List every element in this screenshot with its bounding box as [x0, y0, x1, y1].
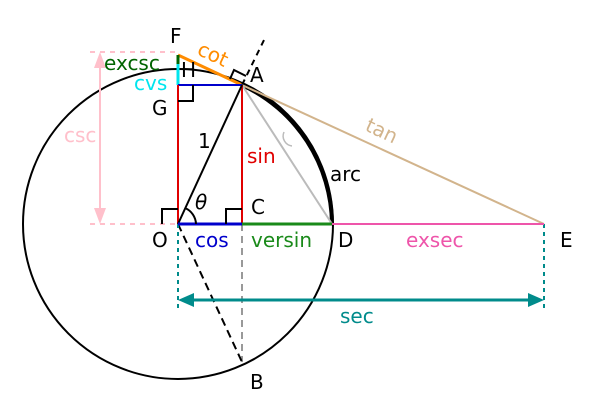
- point-g-label: G: [152, 96, 168, 120]
- sec-arrow: [178, 293, 544, 307]
- right-angle-c: [225, 208, 242, 224]
- excsc-label: excsc: [104, 51, 160, 75]
- point-c-label: C: [251, 195, 265, 219]
- cot-segment: [177, 53, 243, 87]
- versin-label: versin: [251, 228, 312, 252]
- point-a-label: A: [250, 63, 264, 87]
- tangent-extension: [241, 35, 267, 86]
- radius-one-label: 1: [198, 129, 211, 153]
- point-d-label: D: [338, 228, 353, 252]
- theta-label: θ: [195, 190, 207, 214]
- point-h-label: H: [181, 58, 196, 82]
- sec-label: sec: [340, 304, 374, 328]
- point-b-label: B: [250, 370, 264, 394]
- arc-label: arc: [330, 162, 361, 186]
- sin-label: sin: [247, 144, 276, 168]
- csc-segment: [90, 51, 178, 225]
- point-o-label: O: [152, 228, 168, 252]
- chord-right-angle: [282, 131, 293, 147]
- right-angle-o: [161, 208, 178, 224]
- exsec-label: exsec: [406, 228, 464, 252]
- point-e-label: E: [560, 228, 573, 252]
- tangent-right-angle: [229, 68, 247, 80]
- cvs-label: cvs: [134, 71, 167, 95]
- csc-label: csc: [64, 123, 96, 147]
- theta-arc: [184, 207, 197, 225]
- radius-segment: [177, 84, 243, 225]
- cos-label: cos: [195, 228, 229, 252]
- point-f-label: F: [170, 24, 182, 48]
- chord-segment: [241, 84, 333, 225]
- arc-segment: [241, 83, 334, 225]
- tan-segment: [241, 84, 545, 225]
- right-angle-g: [178, 85, 194, 102]
